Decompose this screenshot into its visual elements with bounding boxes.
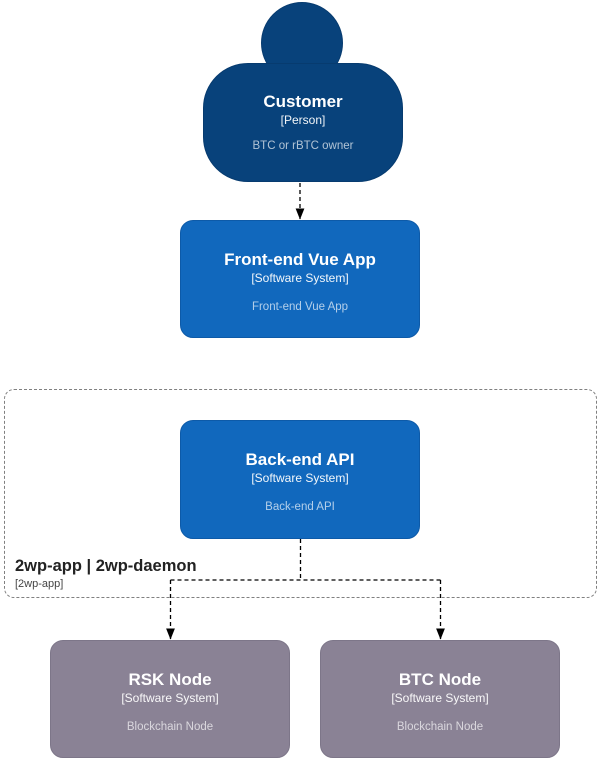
node-meta: [Software System] <box>391 691 489 705</box>
boundary-title: 2wp-app | 2wp-daemon <box>15 557 197 575</box>
node-description: Back-end API <box>265 501 335 513</box>
node-btc-node: BTC Node [Software System] Blockchain No… <box>320 640 560 758</box>
node-backend-api: Back-end API [Software System] Back-end … <box>180 420 420 539</box>
boundary-subtitle: [2wp-app] <box>15 578 64 590</box>
node-description: Blockchain Node <box>396 721 484 733</box>
node-description: Front-end Vue App <box>251 301 349 313</box>
node-meta: [Software System] <box>121 691 219 705</box>
node-meta: [Person] <box>280 113 326 127</box>
node-frontend-vue-app: Front-end Vue App [Software System] Fron… <box>180 220 420 338</box>
node-title: Front-end Vue App <box>224 250 376 269</box>
node-title: BTC Node <box>398 670 482 689</box>
boundary-2wp-app: 2wp-app | 2wp-daemon [2wp-app] <box>4 389 597 598</box>
node-meta: [Software System] <box>251 471 349 485</box>
node-title: Back-end API <box>245 450 355 469</box>
node-rsk-node: RSK Node [Software System] Blockchain No… <box>50 640 290 758</box>
node-meta: [Software System] <box>251 271 349 285</box>
node-description: BTC or rBTC owner <box>252 140 354 152</box>
node-title: RSK Node <box>128 670 212 689</box>
node-description: Blockchain Node <box>126 721 214 733</box>
node-title: Customer <box>263 92 343 111</box>
boundary-label: 2wp-app | 2wp-daemon [2wp-app] <box>15 556 197 591</box>
node-customer: Customer [Person] BTC or rBTC owner <box>203 63 403 182</box>
